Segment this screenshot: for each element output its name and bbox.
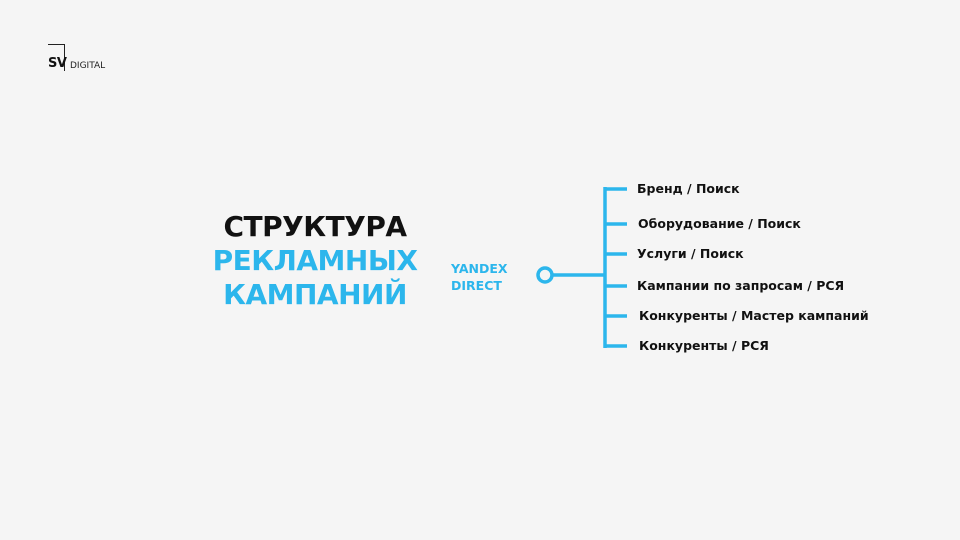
- logo-frame: [48, 44, 65, 71]
- root-line-2: DIRECT: [451, 278, 502, 293]
- slide-title: СТРУКТУРА РЕКЛАМНЫХ КАМПАНИЙ: [190, 210, 440, 312]
- title-line-1: СТРУКТУРА: [223, 210, 407, 243]
- title-line-3: КАМПАНИЙ: [223, 278, 407, 311]
- branch-label: Услуги / Поиск: [637, 246, 744, 261]
- branch-label: Бренд / Поиск: [637, 181, 740, 196]
- branch-label: Конкуренты / Мастер кампаний: [639, 308, 869, 323]
- logo-mark: SV: [48, 56, 67, 71]
- root-line-1: YANDEX: [451, 261, 508, 276]
- branch-label: Конкуренты / РСЯ: [639, 338, 769, 353]
- logo: SV DIGITAL: [48, 44, 120, 74]
- logo-text: DIGITAL: [70, 61, 106, 71]
- root-label: YANDEX DIRECT: [451, 260, 508, 294]
- branch-label: Кампании по запросам / РСЯ: [637, 278, 845, 293]
- root-node: [536, 266, 554, 284]
- title-line-2: РЕКЛАМНЫХ: [212, 244, 418, 277]
- branch-label: Оборудование / Поиск: [638, 216, 801, 231]
